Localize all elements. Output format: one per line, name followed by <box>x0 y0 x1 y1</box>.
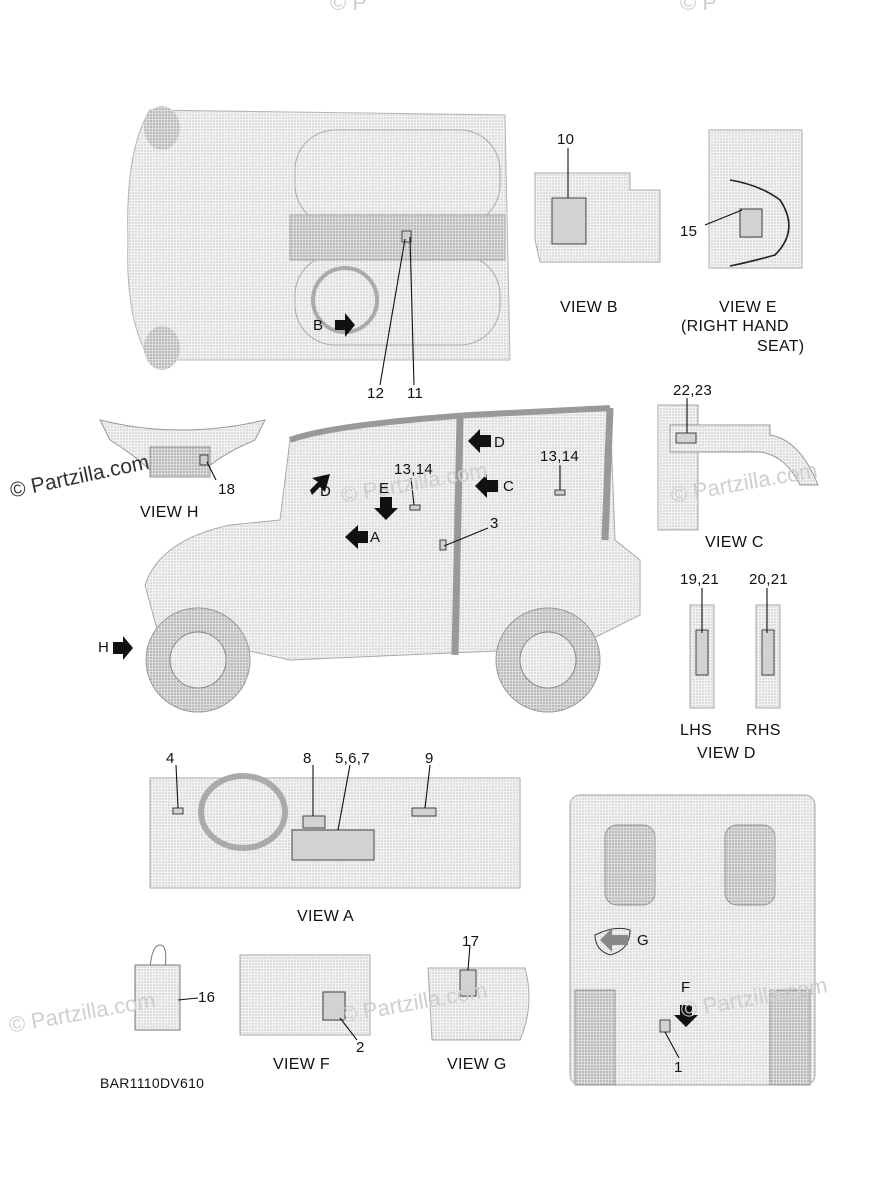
view-e-subtitle: (RIGHT HAND <box>681 318 789 335</box>
view-g-title: VIEW G <box>447 1056 507 1073</box>
view-f-drawing <box>239 954 371 1036</box>
side-view-drawing <box>144 405 641 713</box>
callout-9: 9 <box>425 750 434 767</box>
tag-drawing <box>134 944 181 1031</box>
view-c-drawing <box>657 404 819 531</box>
watermark-top-edge: © P <box>680 0 717 15</box>
view-f-title: VIEW F <box>273 1056 330 1073</box>
view-c-title: VIEW C <box>705 534 764 551</box>
arrow-label-b: B <box>313 317 324 334</box>
view-h-title: VIEW H <box>140 504 199 521</box>
callout-8: 8 <box>303 750 312 767</box>
view-h-drawing <box>99 419 266 478</box>
callout-13-14-front: 13,14 <box>394 461 434 478</box>
callout-5-6-7: 5,6,7 <box>335 750 370 767</box>
callout-10: 10 <box>557 131 575 148</box>
arrow-label-e: E <box>379 480 390 497</box>
view-e-drawing <box>708 129 803 269</box>
callout-12: 12 <box>367 385 385 402</box>
arrow-label-f: F <box>681 979 691 996</box>
view-b-title: VIEW B <box>560 299 618 316</box>
top-view-drawing <box>127 106 511 370</box>
view-a-drawing <box>149 773 521 889</box>
view-e-title: VIEW E <box>719 299 777 316</box>
callout-13-14-rear: 13,14 <box>540 448 580 465</box>
view-g-drawing <box>427 967 530 1041</box>
part-code: BAR1110DV610 <box>100 1075 205 1091</box>
view-arrows <box>113 313 698 1027</box>
callout-3: 3 <box>490 515 499 532</box>
rear-view-drawing <box>569 794 816 1086</box>
callout-16: 16 <box>198 989 216 1006</box>
view-b-drawing <box>534 172 661 263</box>
arrow-label-c: C <box>503 478 515 495</box>
callout-15: 15 <box>680 223 698 240</box>
leader-lines <box>175 148 768 1059</box>
arrow-label-d-front: D <box>320 483 332 500</box>
callout-18: 18 <box>218 481 236 498</box>
arrow-label-d-rear: D <box>494 434 506 451</box>
callout-17: 17 <box>462 933 480 950</box>
callout-11: 11 <box>407 385 424 402</box>
view-e-subtitle-2: SEAT) <box>757 338 805 355</box>
rhs-label: RHS <box>746 722 781 739</box>
callout-1: 1 <box>674 1059 683 1076</box>
callout-19-21: 19,21 <box>680 571 720 588</box>
view-a-title: VIEW A <box>297 908 354 925</box>
callout-22-23: 22,23 <box>673 382 713 399</box>
view-d-title: VIEW D <box>697 745 756 762</box>
callout-4: 4 <box>166 750 175 767</box>
lhs-label: LHS <box>680 722 713 739</box>
arrow-label-g: G <box>637 932 649 949</box>
callout-2: 2 <box>356 1039 365 1056</box>
arrow-label-a: A <box>370 529 381 546</box>
watermark-top-edge: © P <box>330 0 367 15</box>
arrow-label-h: H <box>98 639 110 656</box>
callout-20-21: 20,21 <box>749 571 789 588</box>
